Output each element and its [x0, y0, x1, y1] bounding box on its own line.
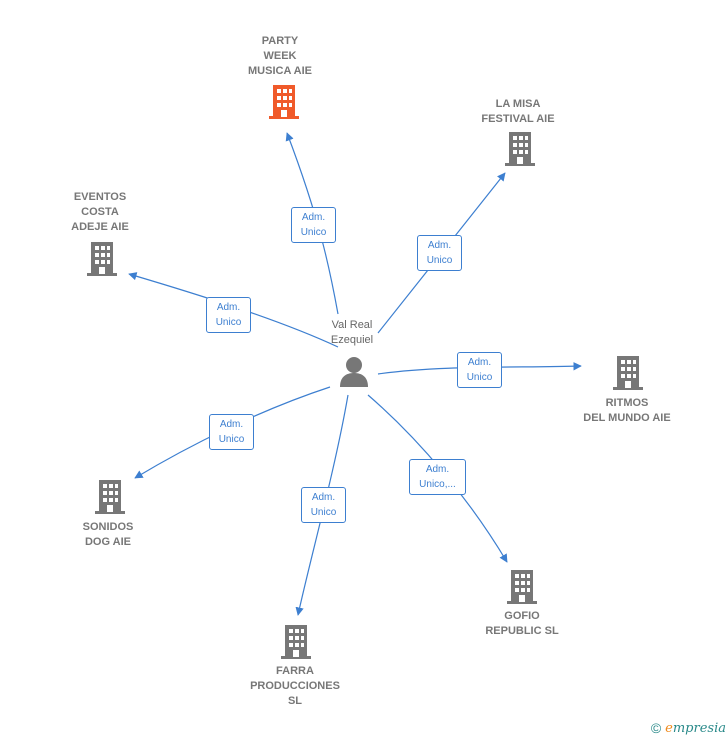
- edge-label-lamisa[interactable]: Adm. Unico: [417, 235, 462, 271]
- copyright-icon: ©: [650, 720, 662, 736]
- building-icon-ritmos[interactable]: [612, 356, 644, 397]
- company-label-party[interactable]: PARTY WEEK MUSICA AIE: [248, 35, 312, 77]
- edge-label-farra[interactable]: Adm. Unico: [301, 487, 346, 523]
- company-label-lamisa[interactable]: LA MISA FESTIVAL AIE: [481, 98, 555, 125]
- person-icon[interactable]: [339, 356, 369, 393]
- building-icon-gofio[interactable]: [506, 570, 538, 611]
- building-icon-farra[interactable]: [280, 625, 312, 666]
- edge-label-eventos[interactable]: Adm. Unico: [206, 297, 251, 333]
- edge-label-party[interactable]: Adm. Unico: [291, 207, 336, 243]
- company-label-eventos[interactable]: EVENTOS COSTA ADEJE AIE: [71, 191, 129, 233]
- edge-label-gofio[interactable]: Adm. Unico,...: [409, 459, 466, 495]
- company-label-sonidos[interactable]: SONIDOS DOG AIE: [82, 521, 134, 548]
- edge-label-ritmos[interactable]: Adm. Unico: [457, 352, 502, 388]
- company-label-gofio[interactable]: GOFIO REPUBLIC SL: [485, 610, 559, 637]
- center-person-label[interactable]: Val Real Ezequiel: [330, 319, 374, 346]
- footer-brand: © empresia: [651, 720, 726, 736]
- building-icon-eventos[interactable]: [86, 242, 118, 283]
- building-icon-lamisa[interactable]: [504, 132, 536, 173]
- company-label-farra[interactable]: FARRA PRODUCCIONES SL: [250, 665, 340, 707]
- building-icon-party[interactable]: [268, 85, 300, 126]
- building-icon-sonidos[interactable]: [94, 480, 126, 521]
- company-label-ritmos[interactable]: RITMOS DEL MUNDO AIE: [583, 397, 671, 424]
- brand-logo: empresia: [665, 721, 726, 736]
- edge-label-sonidos[interactable]: Adm. Unico: [209, 414, 254, 450]
